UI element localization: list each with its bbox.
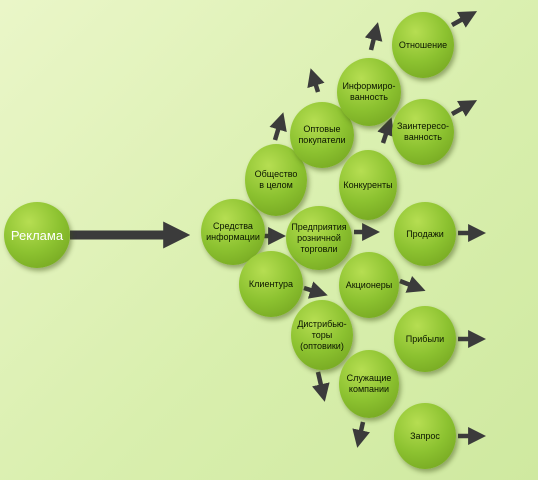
arrow-informirovannost-up — [364, 22, 383, 51]
label-konkurenty: Конкуренты — [343, 179, 393, 190]
arrow-zainteresovannost-right — [450, 100, 478, 117]
node-reklama: Реклама — [4, 202, 70, 268]
arrow-klientura-right — [303, 281, 328, 299]
label-optovye-pokupateli: Оптовые покупатели — [298, 124, 346, 145]
node-aktsionery: Акционеры — [339, 252, 399, 318]
label-predpriyatiya: Предприятия розничной торговли — [291, 221, 347, 254]
node-informirovannost: Информиро- ванность — [337, 58, 401, 126]
label-pribyli: Прибыли — [405, 333, 445, 344]
node-prodazhi: Продажи — [394, 202, 456, 266]
label-reklama: Реклама — [10, 227, 64, 243]
label-zapros: Запрос — [410, 430, 440, 441]
label-sluzhashchie: Служащие компании — [346, 373, 392, 394]
node-zapros: Запрос — [394, 403, 456, 469]
arrow-distribyutory-down — [312, 371, 330, 402]
node-sredstva-informatsii: Средства информации — [201, 199, 265, 265]
label-otnoshenie: Отношение — [398, 39, 448, 50]
node-sluzhashchie: Служащие компании — [339, 350, 399, 418]
label-klientura: Клиентура — [248, 278, 294, 289]
arrow-optovye-up — [307, 68, 325, 93]
node-klientura: Клиентура — [239, 251, 303, 317]
label-informirovannost: Информиро- ванность — [342, 81, 396, 102]
label-sredstva-informatsii: Средства информации — [206, 221, 260, 242]
label-distribyutory: Дистрибью- торы (оптовики) — [297, 318, 347, 351]
label-obshchestvo: Общество в целом — [254, 169, 298, 190]
label-aktsionery: Акционеры — [345, 279, 393, 290]
label-prodazhi: Продажи — [406, 228, 444, 239]
node-distribyutory: Дистрибью- торы (оптовики) — [291, 300, 353, 370]
arrow-otnoshenie-right — [450, 11, 478, 28]
node-zainteresovannost: Заинтересо- ванность — [392, 99, 454, 165]
arrow-sluzhashchie-down — [352, 421, 370, 448]
node-otnoshenie: Отношение — [392, 12, 454, 78]
node-predpriyatiya: Предприятия розничной торговли — [286, 206, 352, 270]
arrow-aktsionery-right — [399, 276, 426, 293]
node-konkurenty: Конкуренты — [339, 150, 397, 220]
node-pribyli: Прибыли — [394, 306, 456, 372]
label-zainteresovannost: Заинтересо- ванность — [396, 121, 450, 142]
arrow-konkurenty-up — [377, 117, 395, 144]
arrow-obshchestvo-up — [269, 112, 287, 141]
